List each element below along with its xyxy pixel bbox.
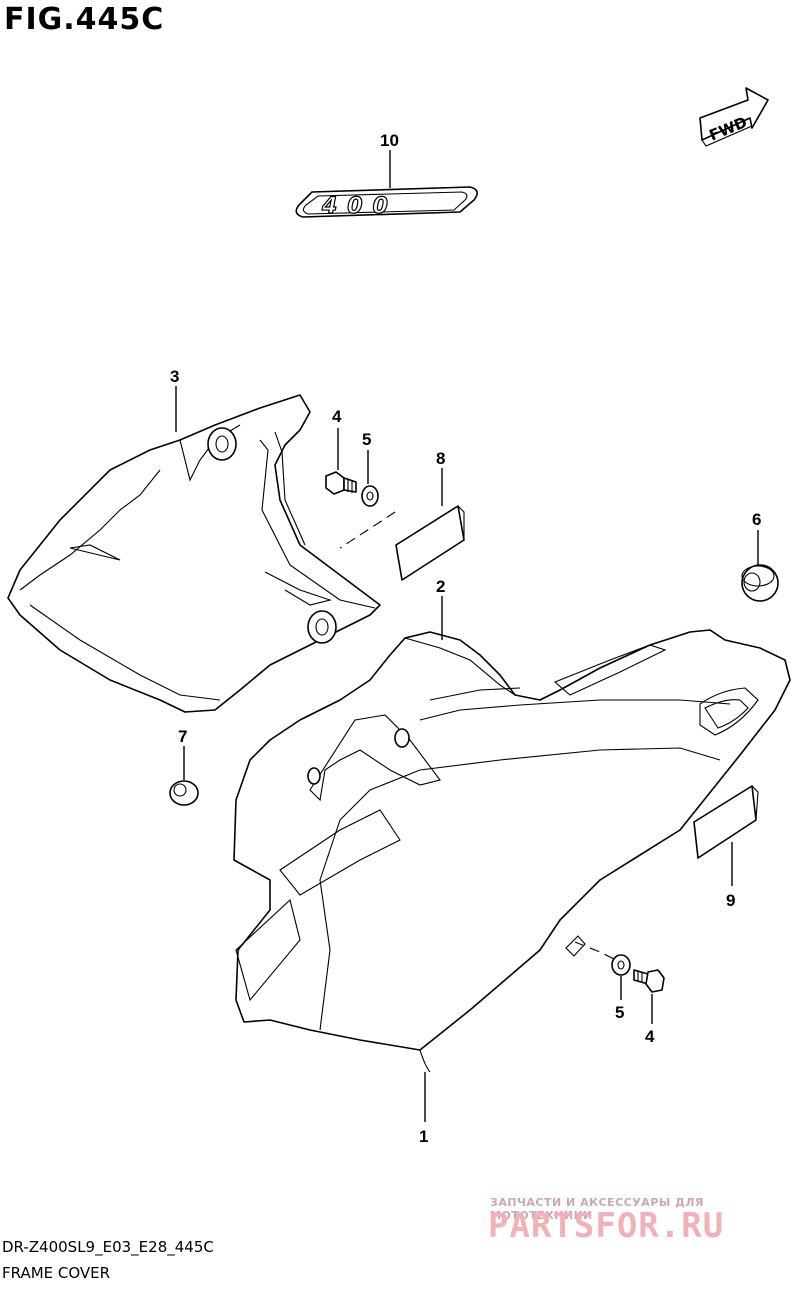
pad-part-9 <box>693 785 759 859</box>
figure-title: FIG.445C <box>4 2 165 37</box>
watermark-caption: ЗАПЧАСТИ И АКСЕССУАРЫ ДЛЯ МОТОТЕХНИКИ <box>490 1196 705 1222</box>
callout-5-lower: 5 <box>615 1003 624 1022</box>
grommet-part-6 <box>741 564 779 602</box>
grommet-part-7 <box>169 780 199 806</box>
callout-1: 1 <box>419 1127 428 1146</box>
callout-4-lower: 4 <box>645 1027 655 1046</box>
pad-part-8 <box>395 505 465 581</box>
frame-cover-part-3 <box>7 394 381 713</box>
frame-cover-part-2 <box>233 629 791 1073</box>
callout-10: 10 <box>380 131 399 150</box>
callout-8: 8 <box>436 449 445 468</box>
callout-7: 7 <box>178 727 187 746</box>
washer-part-5-lower <box>611 954 631 976</box>
emblem-part-10: 400 <box>295 186 478 220</box>
callout-4-upper: 4 <box>332 407 342 426</box>
callout-9: 9 <box>726 891 735 910</box>
washer-part-5-upper <box>361 485 379 507</box>
callout-6: 6 <box>752 510 761 529</box>
bolt-part-4-lower <box>633 969 665 993</box>
emblem-text: 400 <box>321 194 398 219</box>
figure-name: FRAME COVER <box>2 1264 111 1282</box>
bolt-part-4-upper <box>325 471 357 495</box>
callout-2: 2 <box>436 577 445 596</box>
callout-3: 3 <box>170 367 179 386</box>
watermark-brand: PARTSFOR.RU <box>488 1206 725 1246</box>
model-code: DR-Z400SL9_E03_E28_445C <box>2 1238 214 1256</box>
forward-arrow-icon: FWD <box>699 87 769 147</box>
callout-5-upper: 5 <box>362 430 371 449</box>
